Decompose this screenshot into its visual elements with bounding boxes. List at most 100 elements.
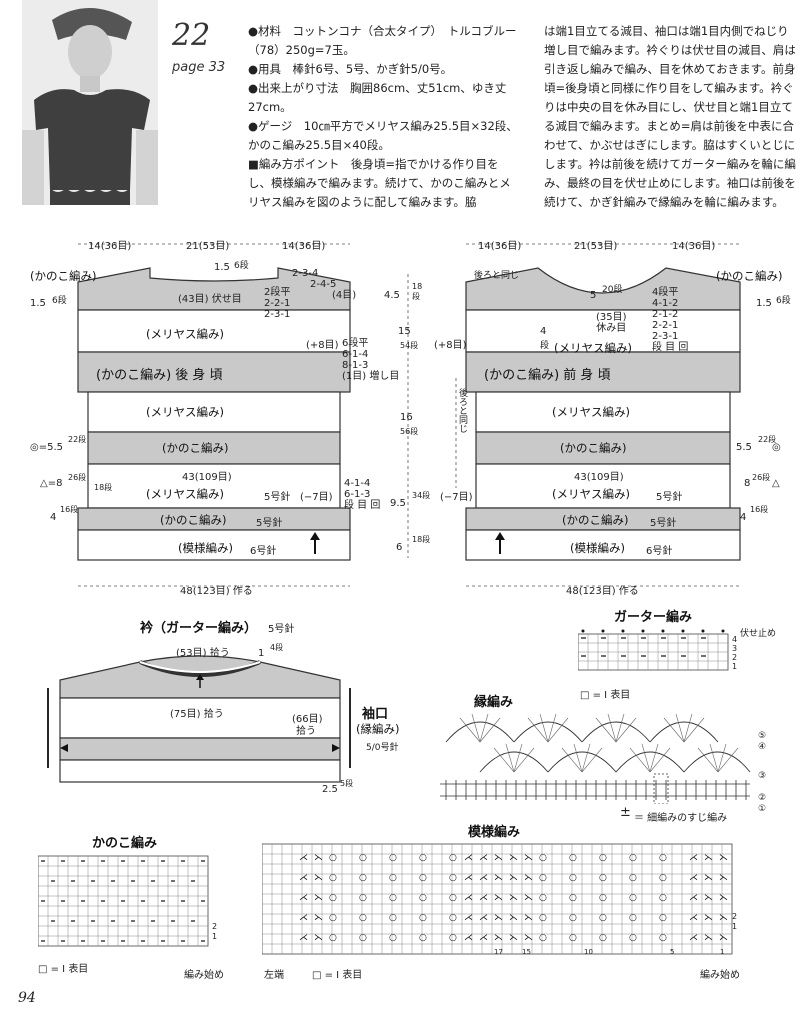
garter-row-num: 2 [732,653,738,662]
back-plus8: (+8目) [306,340,339,351]
svg-text:○: ○ [389,853,397,863]
back-left-55: ◎=5.5 [30,442,64,453]
edging-row-num: ② [758,793,767,803]
svg-text:⋌: ⋌ [299,893,308,903]
garter-row-num: 4 [732,635,738,644]
front-band-kanoko-title: (かのこ編み) 前 身 頃 [484,368,611,383]
front-needle5b: 5号針 [650,518,677,529]
svg-text:○: ○ [389,913,397,923]
front-neck-left: 4 [540,326,547,337]
svg-text:⋋: ⋋ [524,853,533,863]
svg-text:○: ○ [359,873,367,883]
collar-diagram [47,655,351,783]
back-kanoko-top-label: (かのこ編み) [30,269,97,283]
svg-text:⋌: ⋌ [689,933,698,943]
neck-dec-line: 2段平 [264,287,291,298]
front-kanoko-top-label: (かのこ編み) [716,269,783,283]
front-neck-dec-line: 4段平 [652,287,679,298]
svg-text:○: ○ [569,853,577,863]
back-left-8: △=8 [40,478,63,489]
method-continued-text: は端1目立てる減目、袖口は端1目内側でねじり増し目で編みます。衿ぐりは伏せ目の減… [544,24,796,209]
moyo-title: 模様編み [468,825,521,840]
garter-row-numbers: 4 3 2 1 [732,635,737,671]
inc-line: 6段平 [342,338,369,349]
moyo-col-17: 17 [494,948,503,956]
svg-text:○: ○ [659,913,667,923]
front-top-width-right: 14(36目) [672,241,716,252]
svg-text:⋌: ⋌ [479,893,488,903]
svg-text:○: ○ [539,913,547,923]
svg-text:○: ○ [449,913,457,923]
svg-text:○: ○ [449,873,457,883]
back-left-4: 4 [50,512,57,523]
back-right-95: 9.5 [390,498,406,509]
svg-text:⋌: ⋌ [299,873,308,883]
svg-text:⋋: ⋋ [509,913,518,923]
svg-text:○: ○ [629,933,637,943]
svg-text:⋋: ⋋ [314,873,323,883]
neck-dec-line: 2-2-1 [264,298,291,309]
back-bottom-width: 48(123目) 作る [180,586,253,597]
svg-text:⋋: ⋋ [314,893,323,903]
moyo-row-num: 2 [732,912,738,921]
svg-text:○: ○ [329,873,337,883]
moyo-col-5: 5 [670,948,675,956]
svg-text:○: ○ [629,913,637,923]
moyo-row-num: 1 [732,922,738,931]
front-bottom-width: 48(123目) 作る [566,586,639,597]
svg-text:○: ○ [539,933,547,943]
svg-text:⋋: ⋋ [704,933,713,943]
back-right-45: 4.5 [384,290,400,301]
collar-needle: 5号針 [268,624,295,635]
back-band-kanoko-title: (かのこ編み) 後 身 頃 [96,368,223,383]
edging-title: 縁編み [474,695,514,710]
front-neck-dec-line: 段 目 回 [652,342,689,353]
kanoko-start: 編み始め [184,970,224,981]
shoulder-dec-line: 2-4-5 [310,279,337,290]
svg-text:○: ○ [659,853,667,863]
front-neck-dec-line: 4-1-2 [652,298,679,309]
svg-text:⋋: ⋋ [524,873,533,883]
front-neck-5: 5 [590,290,597,301]
back-shoulder-left-cm: 1.5 [30,298,46,309]
garter-grid [578,629,729,671]
back-neck-rows: 6段 [234,261,249,271]
back-band-kanoko-3: (かのこ編み) [160,513,227,527]
front-right-4-rows: 16段 [750,505,769,514]
single-crochet-back-loop-icon: ± [620,805,631,820]
back-shoulder-left-rows: 6段 [52,296,67,306]
front-right-8-rows: 26段 [752,473,771,482]
svg-text:⋋: ⋋ [314,913,323,923]
inc-line: 8-1-3 [342,360,369,371]
tools-text: ●用具 棒針6号、5号、かぎ針5/0号。 [248,62,453,76]
back-right-6: 6 [396,542,403,553]
svg-text:⋌: ⋌ [299,913,308,923]
front-top-width-left: 14(36目) [478,241,522,252]
inc-line: 6-1-4 [342,349,369,360]
dec-line: 段 目 回 [344,500,381,511]
edging-row-num: ③ [758,771,767,781]
front-neck-decrease: 4段平 4-1-2 2-1-2 2-2-1 2-3-1 段 目 回 [652,287,688,353]
back-needle5: 5号針 [264,492,291,503]
svg-text:○: ○ [659,873,667,883]
svg-text:⋌: ⋌ [299,933,308,943]
svg-text:○: ○ [449,893,457,903]
svg-text:○: ○ [359,853,367,863]
back-band-meriyasu-3: (メリヤス編み) [146,487,224,501]
svg-text:⋋: ⋋ [719,853,728,863]
collar-pick53: (53目) 拾う [176,648,230,659]
back-top-width-left: 14(36目) [88,241,132,252]
kanoko-row-num: 1 [212,932,218,941]
svg-text:⋋: ⋋ [524,933,533,943]
back-left-4-rows: 16段 [60,505,79,514]
pattern-number: 22 [172,18,211,53]
svg-text:⋌: ⋌ [689,853,698,863]
shoulder-dec-line: (4目) [332,290,357,301]
front-needle6: 6号針 [646,546,673,557]
svg-text:⋋: ⋋ [494,873,503,883]
svg-text:○: ○ [329,913,337,923]
back-width-43: 43(109目) [182,472,232,483]
collar-title: 衿（ガーター編み） [140,621,258,636]
back-band-meriyasu-1: (メリヤス編み) [146,327,224,341]
front-right-circ: ◎ [772,442,781,453]
